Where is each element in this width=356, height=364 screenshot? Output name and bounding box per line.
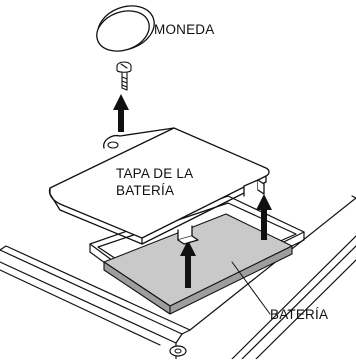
device-screw-hole (169, 345, 187, 357)
lift-arrow-left (180, 240, 196, 288)
lift-arrow-screw (113, 94, 129, 132)
screw (116, 61, 132, 91)
battery-cover-label: TAPA DE LA BATERÍA (116, 165, 193, 199)
coin-label: MONEDA (154, 22, 215, 37)
device-body (0, 195, 356, 360)
battery-cover-label-line1: TAPA DE LA (116, 166, 194, 181)
battery-label: BATERÍA (270, 307, 329, 322)
coin (96, 5, 155, 52)
battery-leader-line (231, 261, 271, 315)
battery-cover-label-line2: BATERÍA (116, 183, 175, 198)
lift-arrow-right (256, 194, 272, 240)
battery-cover (48, 127, 270, 245)
